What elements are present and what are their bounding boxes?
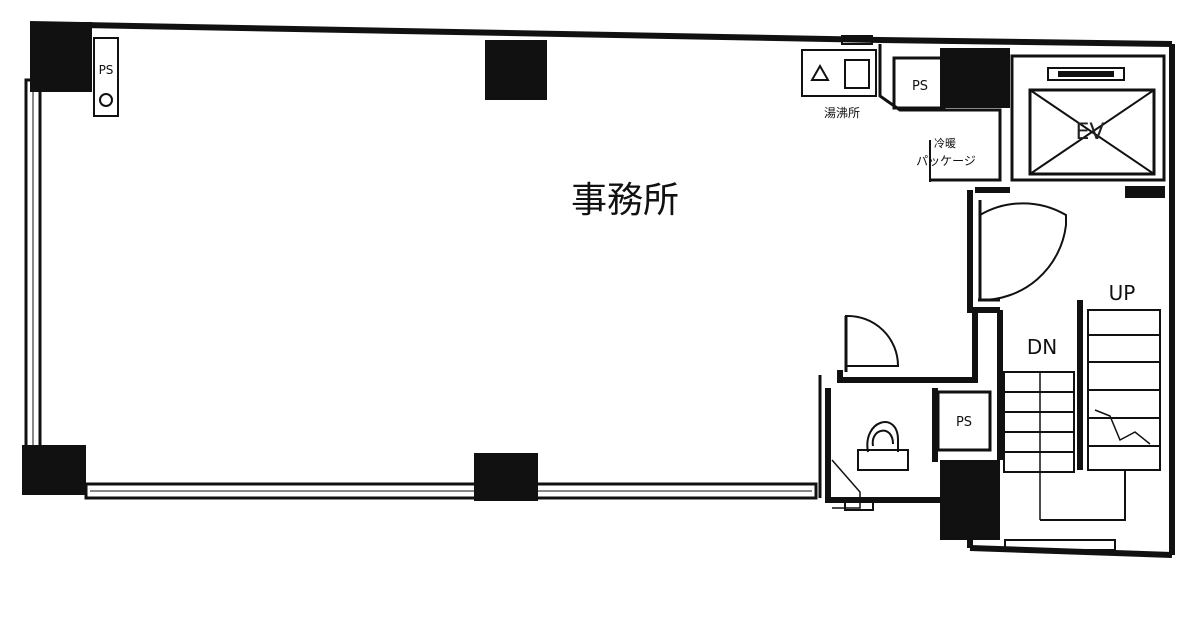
ps-shaft-3: PS [936,390,992,452]
ps-label-1: PS [99,63,114,77]
stair-up-label: UP [1109,281,1136,305]
elevator-label: EV [1076,120,1105,145]
staircase: UP DN [1003,281,1161,521]
ps-shaft-1: PS [93,37,119,117]
stair-down-label: DN [1027,335,1057,359]
ps-label-2: PS [912,79,928,94]
columns [22,22,1010,540]
window-details [841,35,874,511]
stair-walls [967,300,1083,548]
office-label: 事務所 [571,180,679,221]
elevator: EV [1010,54,1166,198]
elevator-hall [967,187,1067,313]
kitchenette: 湯沸所 [801,49,877,120]
aircon-package: 冷暖 パッケージ [878,44,1002,182]
restroom [818,310,978,509]
ps-shaft-2: PS [892,56,946,110]
aircon-label-2: パッケージ [916,154,976,168]
ps-label-3: PS [956,415,972,430]
aircon-label-1: 冷暖 [934,137,956,150]
kitchen-label: 湯沸所 [824,106,860,120]
